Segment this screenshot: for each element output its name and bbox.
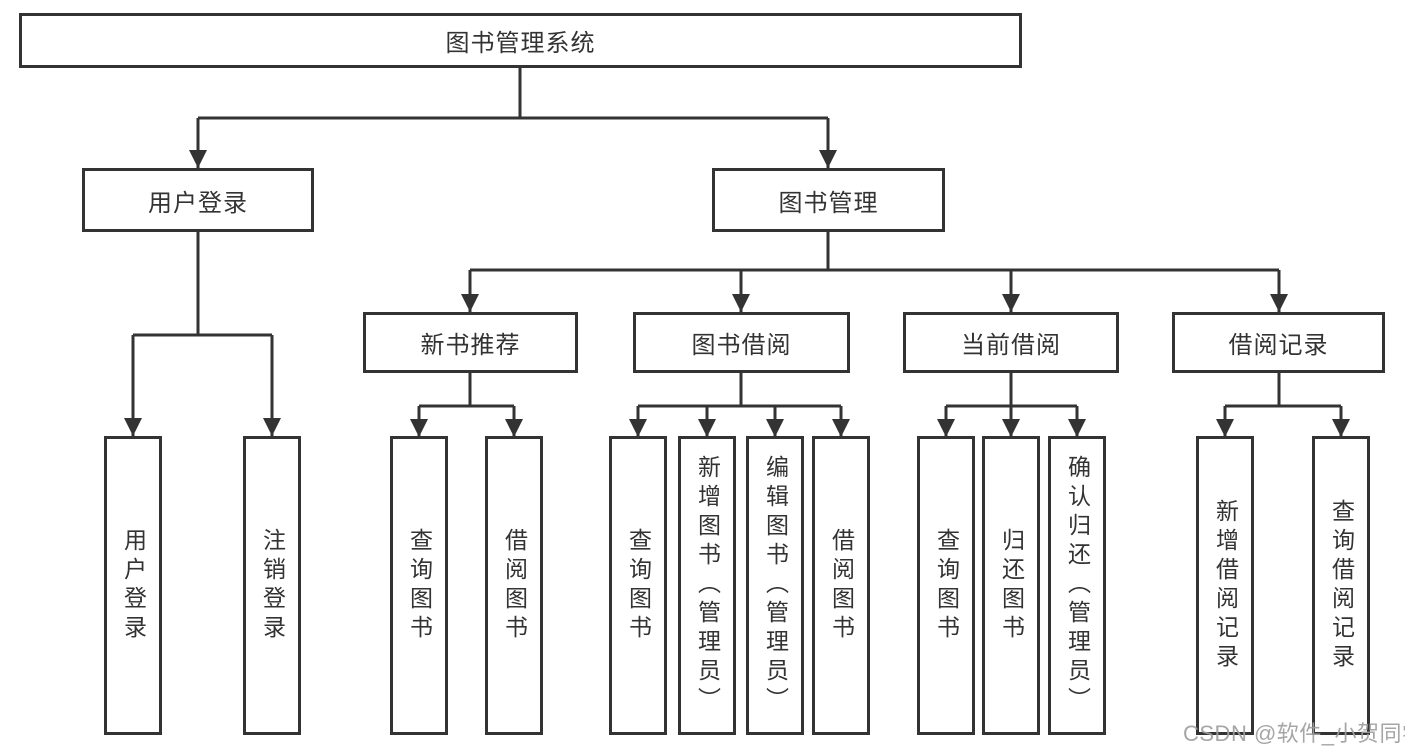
leaf-records-query: 查询借阅记录 — [1312, 436, 1370, 735]
leaf-borrow-edit-admin-label: 编辑图书（管理员） — [762, 455, 789, 716]
node-book-mgmt: 图书管理 — [712, 168, 945, 232]
spine-current — [946, 373, 1077, 408]
leaf-user-login: 用户登录 — [104, 436, 162, 735]
leaf-records-query-label: 查询借阅记录 — [1328, 498, 1355, 673]
node-current-borrow: 当前借阅 — [903, 312, 1119, 373]
leaf-logout-label: 注销登录 — [259, 527, 286, 644]
leaf-current-confirm-admin-label: 确认归还（管理员） — [1064, 455, 1091, 716]
leaf-borrow-add-admin-label: 新增图书（管理员） — [694, 455, 721, 716]
leaf-user-login-label: 用户登录 — [120, 527, 147, 644]
node-book-mgmt-label: 图书管理 — [778, 189, 879, 217]
spine-book-mgmt — [470, 232, 1279, 272]
leaf-borrow-query-label: 查询图书 — [625, 527, 652, 644]
leaf-records-add-label: 新增借阅记录 — [1212, 498, 1239, 673]
spine-user-login — [133, 232, 272, 337]
leaf-newbooks-query: 查询图书 — [390, 436, 448, 735]
leaf-borrow-query: 查询图书 — [609, 436, 667, 735]
leaf-borrow-borrow-label: 借阅图书 — [828, 527, 855, 644]
spine-root — [198, 68, 828, 120]
spine-new-books — [419, 373, 514, 408]
leaf-current-confirm-admin: 确认归还（管理员） — [1048, 436, 1106, 735]
leaf-current-return: 归还图书 — [982, 436, 1040, 735]
leaf-newbooks-query-label: 查询图书 — [406, 527, 433, 644]
leaf-records-add: 新增借阅记录 — [1196, 436, 1254, 735]
leaf-borrow-borrow: 借阅图书 — [812, 436, 870, 735]
node-new-books-label: 新书推荐 — [420, 332, 521, 359]
leaf-newbooks-borrow: 借阅图书 — [485, 436, 543, 735]
node-borrow-records-label: 借阅记录 — [1228, 332, 1329, 359]
leaf-borrow-edit-admin: 编辑图书（管理员） — [746, 436, 804, 735]
node-book-borrow: 图书借阅 — [633, 312, 850, 373]
node-root-label: 图书管理系统 — [445, 30, 596, 57]
node-root: 图书管理系统 — [19, 13, 1022, 68]
spine-records — [1225, 373, 1341, 408]
leaf-current-return-label: 归还图书 — [998, 527, 1025, 644]
leaf-newbooks-borrow-label: 借阅图书 — [501, 527, 528, 644]
node-borrow-records: 借阅记录 — [1172, 312, 1385, 373]
spine-borrow — [638, 373, 841, 408]
node-current-borrow-label: 当前借阅 — [961, 332, 1061, 359]
node-user-login: 用户登录 — [82, 168, 314, 232]
csdn-watermark: CSDN @软件_小贺同学 — [1183, 721, 1405, 746]
node-book-borrow-label: 图书借阅 — [691, 332, 792, 359]
leaf-borrow-add-admin: 新增图书（管理员） — [678, 436, 736, 735]
node-user-login-label: 用户登录 — [148, 189, 248, 217]
leaf-current-query-label: 查询图书 — [933, 527, 960, 644]
leaf-current-query: 查询图书 — [917, 436, 975, 735]
leaf-logout: 注销登录 — [243, 436, 301, 735]
node-new-books: 新书推荐 — [363, 312, 578, 373]
